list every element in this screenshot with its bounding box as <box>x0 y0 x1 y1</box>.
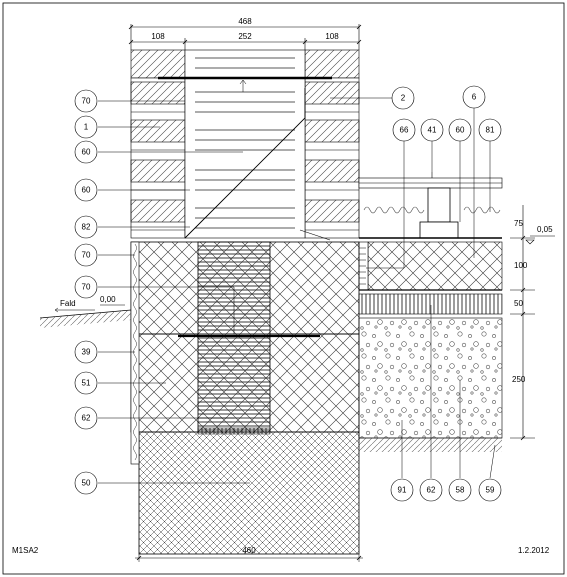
svg-text:60: 60 <box>82 186 91 195</box>
callout-bubble: 82 <box>74 215 98 239</box>
svg-text:81: 81 <box>486 126 495 135</box>
leader-lines <box>98 97 496 484</box>
svg-text:59: 59 <box>486 486 495 495</box>
right-level-label: 0,05 <box>537 225 553 234</box>
svg-text:50: 50 <box>82 479 91 488</box>
floor-construction <box>358 172 503 452</box>
svg-text:1: 1 <box>84 123 89 132</box>
callout-bubble: 62 <box>74 406 98 430</box>
dim-bottom-total: 460 <box>242 546 256 555</box>
foundation <box>130 241 360 555</box>
drawing-code: M1SA2 <box>12 546 39 555</box>
callout-bubble: 6 <box>462 85 486 109</box>
svg-text:51: 51 <box>82 379 91 388</box>
dim-top-right: 108 <box>325 32 339 41</box>
callout-bubble: 60 <box>448 118 472 142</box>
svg-text:41: 41 <box>428 126 437 135</box>
svg-text:2: 2 <box>401 94 406 103</box>
svg-text:70: 70 <box>82 283 91 292</box>
drawing-date: 1.2.2012 <box>518 546 550 555</box>
svg-text:82: 82 <box>82 223 91 232</box>
dim-right-250: 250 <box>512 375 526 384</box>
callout-bubble: 2 <box>391 86 415 110</box>
ground-slope-label: Fald <box>60 299 76 308</box>
callout-bubble: 41 <box>420 118 444 142</box>
callout-bubble: 62 <box>419 478 443 502</box>
dim-right-50: 50 <box>514 299 523 308</box>
svg-text:58: 58 <box>456 486 465 495</box>
callout-bubble: 1 <box>74 115 98 139</box>
dim-top-mid: 252 <box>238 32 252 41</box>
dim-top-left: 108 <box>151 32 165 41</box>
callout-bubble: 91 <box>390 478 414 502</box>
callouts-bottom-right: 91 62 58 59 <box>390 478 502 502</box>
svg-text:60: 60 <box>82 148 91 157</box>
callout-bubble: 58 <box>448 478 472 502</box>
callouts-top-right: 2 6 66 41 60 81 <box>391 85 502 142</box>
bottom-dimension: 460 <box>135 546 363 562</box>
callout-bubble: 60 <box>74 178 98 202</box>
brick-wall <box>130 49 360 241</box>
svg-text:39: 39 <box>82 348 91 357</box>
exterior-ground: Fald 0,00 <box>39 295 132 328</box>
svg-text:6: 6 <box>472 93 477 102</box>
right-dimensions: 75 100 50 250 0,05 <box>510 205 555 441</box>
ground-level-label: 0,00 <box>100 295 116 304</box>
callout-bubble: 70 <box>74 89 98 113</box>
callout-bubble: 39 <box>74 340 98 364</box>
callout-bubble: 66 <box>392 118 416 142</box>
callout-bubble: 60 <box>74 140 98 164</box>
dim-right-100: 100 <box>514 261 528 270</box>
svg-text:60: 60 <box>456 126 465 135</box>
svg-text:66: 66 <box>400 126 409 135</box>
svg-text:62: 62 <box>427 486 436 495</box>
callout-bubble: 50 <box>74 471 98 495</box>
dim-right-75: 75 <box>514 219 523 228</box>
top-dimensions: 468 108 252 108 <box>128 17 362 50</box>
callout-bubble: 51 <box>74 371 98 395</box>
svg-text:70: 70 <box>82 97 91 106</box>
svg-text:91: 91 <box>398 486 407 495</box>
callout-bubble: 70 <box>74 275 98 299</box>
callout-bubble: 59 <box>478 478 502 502</box>
dim-top-total: 468 <box>238 17 252 26</box>
svg-text:70: 70 <box>82 251 91 260</box>
callout-bubble: 70 <box>74 243 98 267</box>
callouts-left: 70 1 60 60 82 70 70 39 51 62 50 <box>74 89 98 495</box>
svg-text:62: 62 <box>82 414 91 423</box>
callout-bubble: 81 <box>478 118 502 142</box>
